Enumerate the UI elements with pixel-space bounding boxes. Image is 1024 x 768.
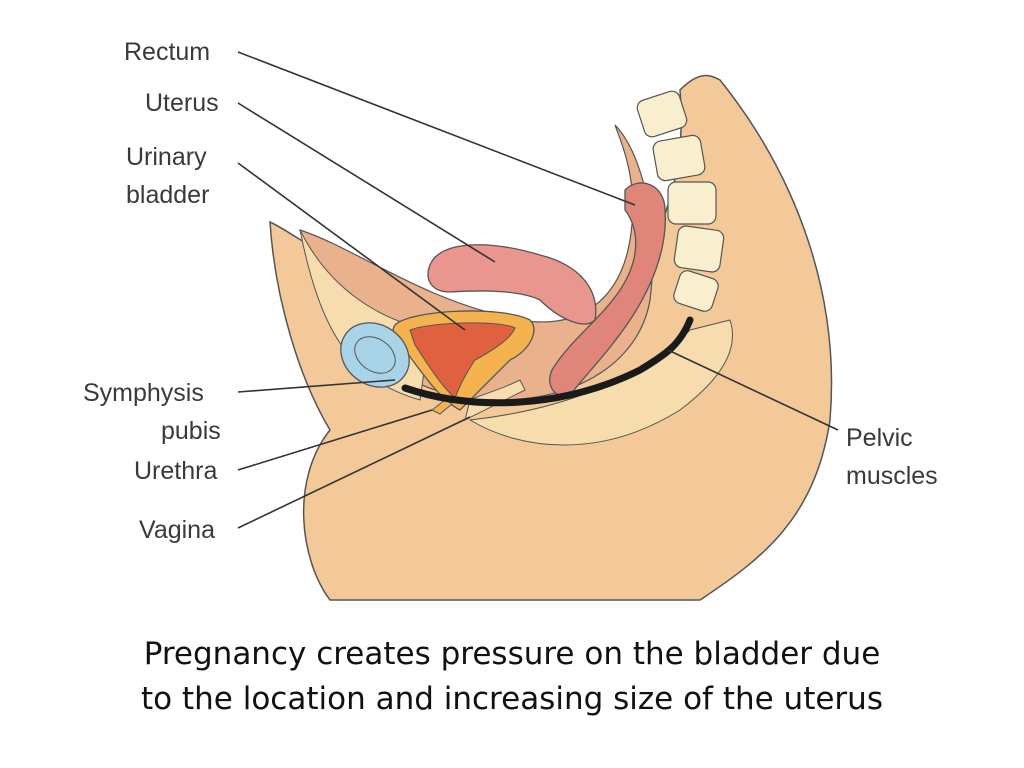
vertebra xyxy=(673,270,719,312)
caption-line-1: Pregnancy creates pressure on the bladde… xyxy=(143,636,881,672)
leader-urinary-bladder xyxy=(237,162,466,331)
label-pelvic-muscles-line2: muscles xyxy=(846,462,938,490)
leader-pelvic-muscles xyxy=(667,349,839,431)
label-symphysis-pubis-line1: Symphysis xyxy=(83,379,204,407)
urethra-shape xyxy=(431,399,453,415)
vertebra xyxy=(673,225,725,273)
label-rectum: Rectum xyxy=(124,38,210,66)
pelvic-muscles-shape xyxy=(401,316,694,407)
bladder-lumen xyxy=(409,322,516,399)
leader-uterus xyxy=(237,102,496,263)
vertebra xyxy=(636,90,688,138)
leader-symphysis-pubis xyxy=(237,379,396,393)
slide-caption: Pregnancy creates pressure on the bladde… xyxy=(0,632,1024,722)
sacrum-vertebrae xyxy=(636,90,725,312)
vertebra xyxy=(652,134,706,182)
vertebra xyxy=(667,181,717,225)
uterus-shape xyxy=(427,244,597,325)
label-urethra: Urethra xyxy=(134,457,217,485)
caption-line-2: to the location and increasing size of t… xyxy=(141,681,883,717)
leader-urethra xyxy=(237,409,433,471)
label-vagina: Vagina xyxy=(139,516,215,544)
label-urinary-bladder-line1: Urinary xyxy=(126,143,207,171)
label-urinary-bladder-line2: bladder xyxy=(126,181,209,209)
symphysis-pubis-shape xyxy=(340,322,410,388)
symphysis-pubis-ring xyxy=(354,336,396,374)
leader-rectum xyxy=(237,51,636,206)
label-uterus: Uterus xyxy=(145,89,219,117)
leader-vagina xyxy=(237,416,471,529)
label-symphysis-pubis-line2: pubis xyxy=(161,417,221,445)
label-pelvic-muscles-line1: Pelvic xyxy=(846,424,913,452)
